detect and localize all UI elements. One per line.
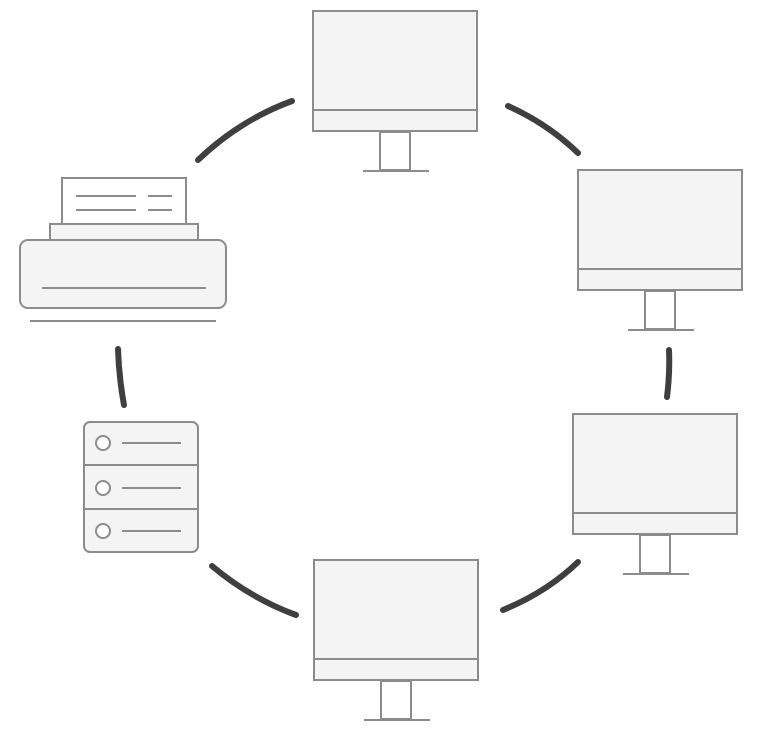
monitor-screen — [312, 10, 478, 132]
link-server-to-printer — [115, 346, 127, 408]
monitor-stand-neck — [644, 290, 676, 330]
printer-body — [19, 239, 227, 309]
monitor-screen — [572, 413, 738, 535]
server-led — [95, 480, 111, 496]
printer — [19, 177, 227, 322]
server-rack-icon — [83, 421, 199, 553]
monitor-stand-neck — [380, 680, 412, 720]
monitor-screen — [313, 559, 479, 681]
link-monitor-top-to-monitor-right-upper — [505, 103, 581, 156]
server-led — [95, 523, 111, 539]
link-printer-to-monitor-top — [195, 98, 295, 163]
printer-icon — [19, 177, 227, 322]
monitor-right-upper — [577, 169, 743, 331]
printer-top-tray — [49, 223, 199, 241]
monitor-stand-neck — [379, 131, 411, 171]
ring-links — [115, 98, 673, 618]
monitor-top — [312, 10, 478, 172]
monitor-stand-neck — [639, 534, 671, 574]
monitor-right-lower — [572, 413, 738, 575]
monitor-icon — [312, 10, 478, 172]
monitor-icon — [313, 559, 479, 721]
monitor-bottom — [313, 559, 479, 721]
link-monitor-bottom-to-server — [209, 563, 299, 618]
printer-paper — [61, 177, 187, 229]
link-monitor-right-upper-to-monitor-right-lower — [664, 347, 673, 400]
link-monitor-right-lower-to-monitor-bottom — [500, 559, 581, 613]
monitor-screen — [577, 169, 743, 291]
monitor-icon — [577, 169, 743, 331]
server-led — [95, 435, 111, 451]
monitor-icon — [572, 413, 738, 575]
server — [83, 421, 199, 553]
